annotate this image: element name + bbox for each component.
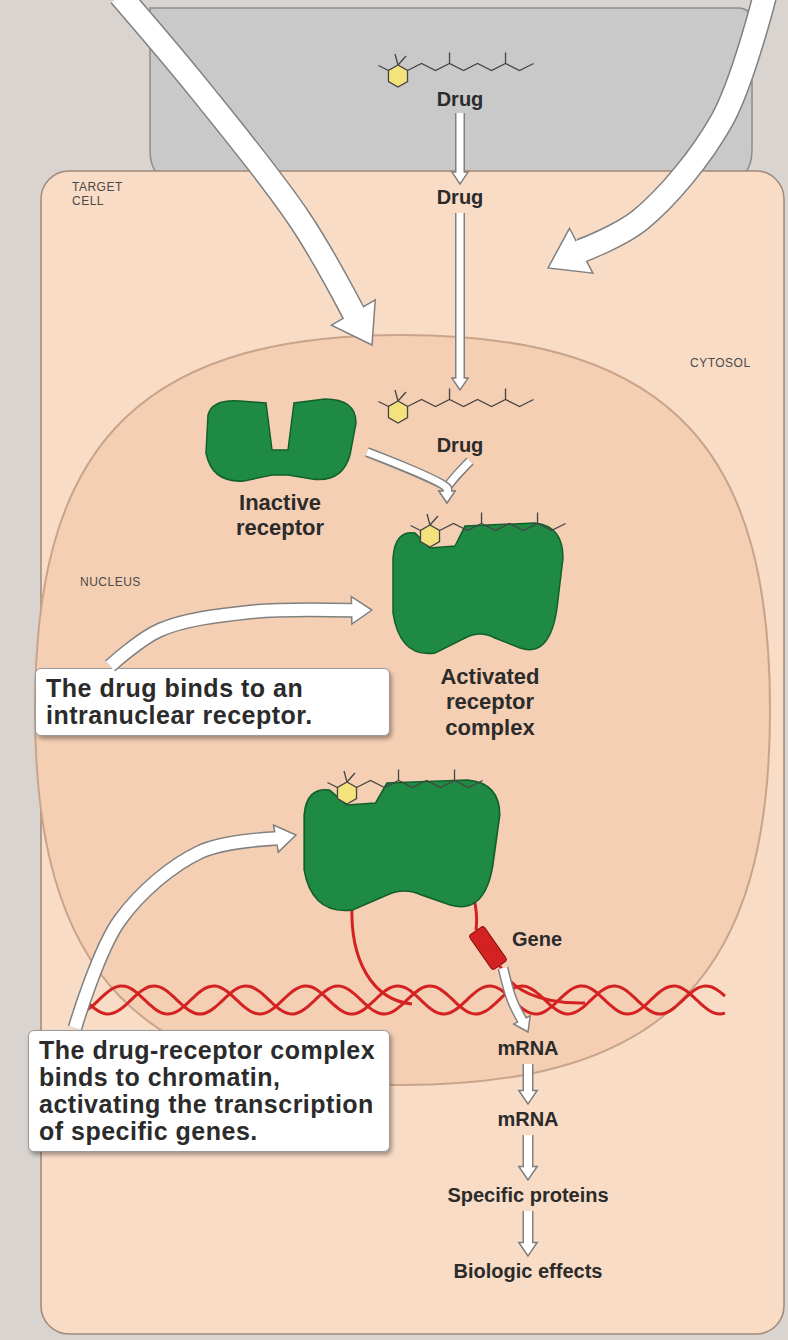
methyl-bond — [395, 54, 398, 65]
activated-receptor: Activated receptor complex — [380, 505, 600, 740]
methyl-bond — [449, 389, 450, 400]
flow-label: Biologic effects — [454, 1260, 603, 1283]
methyl-bond — [378, 66, 388, 71]
receptor-shape — [385, 518, 565, 658]
receptor-protein — [393, 523, 563, 654]
region-label: CYTOSOL — [690, 356, 751, 370]
callout-text: The drug-receptor complex binds to chrom… — [39, 1037, 379, 1145]
methyl-bond — [454, 770, 455, 781]
methyl-bond — [449, 53, 450, 64]
methyl-bond — [481, 513, 482, 524]
receptor-label: Activated receptor complex — [430, 664, 550, 740]
methyl-bond — [398, 770, 399, 781]
region-label: NUCLEUS — [80, 575, 141, 589]
methyl-bond — [505, 389, 506, 400]
carbon-chain — [408, 64, 534, 71]
callout-box: The drug-receptor complex binds to chrom… — [28, 1030, 390, 1152]
arrow-body — [524, 1211, 532, 1244]
methyl-bond — [398, 56, 406, 65]
region-label: TARGET CELL — [72, 180, 132, 209]
drug-label: Drug — [372, 88, 548, 111]
arrow-body — [457, 113, 464, 174]
methyl-bond — [537, 513, 538, 524]
arrow-body — [524, 1064, 532, 1092]
ring — [388, 65, 407, 87]
callout-text: The drug binds to an intranuclear recept… — [46, 675, 379, 729]
drug-label-box: Drug — [420, 186, 500, 209]
flow-label: mRNA — [497, 1108, 558, 1131]
envelope — [35, 335, 770, 1085]
gene-label: Gene — [512, 928, 562, 951]
ring — [388, 401, 407, 423]
arrow-body — [524, 1135, 532, 1168]
flow-arrow — [452, 113, 468, 184]
drug-label: Drug — [420, 186, 500, 209]
flow-label: Specific proteins — [447, 1184, 608, 1207]
drug-molecule — [378, 53, 533, 88]
receptor-protein — [206, 399, 356, 481]
callout-box: The drug binds to an intranuclear recept… — [35, 668, 390, 736]
drug-label: Drug — [372, 434, 548, 457]
receptor-shape — [200, 395, 360, 485]
ring — [420, 525, 439, 547]
inactive-receptor: Inactive receptor — [195, 390, 365, 541]
ring — [337, 782, 356, 804]
receptor-label: Inactive receptor — [225, 490, 335, 541]
arrow-body — [457, 213, 464, 380]
target-cell: TARGET CELL CYTOSOL NUCLEUS DrugInactive re… — [40, 170, 785, 1335]
methyl-bond — [505, 53, 506, 64]
bound-receptor — [304, 780, 499, 911]
flow-label: mRNA — [497, 1037, 558, 1060]
